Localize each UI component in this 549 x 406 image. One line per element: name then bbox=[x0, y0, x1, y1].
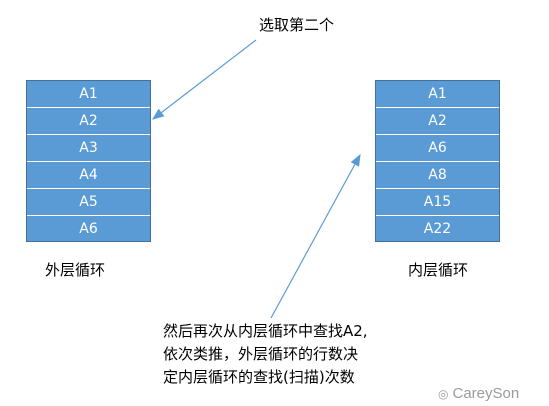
inner-cell: A6 bbox=[376, 135, 499, 162]
inner-cell: A1 bbox=[376, 81, 499, 108]
inner-cell: A15 bbox=[376, 189, 499, 216]
outer-cell: A5 bbox=[27, 189, 150, 216]
outer-cell: A4 bbox=[27, 162, 150, 189]
outer-cell: A3 bbox=[27, 135, 150, 162]
explanation-note: 然后再次从内层循环中查找A2, 依次类推，外层循环的行数决 定内层循环的查找(扫… bbox=[163, 320, 368, 389]
outer-cell: A6 bbox=[79, 221, 98, 237]
arrow-to-outer-a2 bbox=[152, 39, 257, 120]
note-line: 依次类推，外层循环的行数决 bbox=[163, 345, 359, 363]
outer-loop-label: 外层循环 bbox=[45, 261, 106, 279]
callout-select-second: 选取第二个 bbox=[259, 16, 335, 34]
inner-cell: A2 bbox=[376, 108, 499, 135]
outer-cell: A2 bbox=[27, 108, 150, 135]
watermark-text: CareySon bbox=[452, 385, 520, 402]
outer-cell: A1 bbox=[27, 81, 150, 108]
watermark: ◎CareySon bbox=[438, 385, 519, 402]
inner-loop-column: A1 A2 A6 A8 A15 A22 bbox=[375, 80, 500, 242]
inner-loop-label: 内层循环 bbox=[408, 261, 469, 279]
inner-cell: A8 bbox=[376, 162, 499, 189]
watermark-logo-icon: ◎ bbox=[438, 387, 449, 401]
inner-cell: A22 bbox=[423, 221, 452, 237]
arrow-to-inner-loop bbox=[270, 153, 361, 319]
outer-loop-column: A1 A2 A3 A4 A5 A6 bbox=[26, 80, 151, 242]
note-line: 然后再次从内层循环中查找A2, bbox=[163, 322, 368, 340]
note-line: 定内层循环的查找(扫描)次数 bbox=[163, 368, 355, 386]
